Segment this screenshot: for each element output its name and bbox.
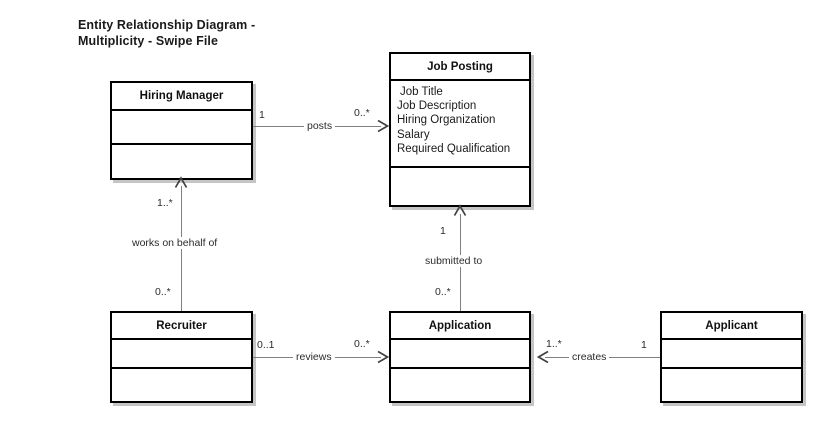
entity-applicant-title: Applicant	[662, 313, 801, 340]
entity-recruiter-title: Recruiter	[112, 313, 251, 340]
entity-job-posting-operations	[391, 168, 529, 205]
relationship-label-posts: posts	[304, 120, 336, 132]
entity-hiring-manager-attributes	[112, 111, 251, 145]
arrowhead-creates-icon	[536, 350, 550, 364]
multiplicity-creates-target: 1..*	[546, 338, 562, 350]
entity-application-attributes	[391, 340, 529, 369]
relationship-label-works-on-behalf-of: works on behalf of	[129, 237, 221, 249]
entity-applicant-operations	[662, 369, 801, 401]
multiplicity-posts-source: 1	[259, 109, 265, 121]
entity-hiring-manager-title: Hiring Manager	[112, 83, 251, 111]
entity-applicant-attributes	[662, 340, 801, 369]
multiplicity-reviews-target: 0..*	[354, 338, 370, 350]
entity-job-posting-title: Job Posting	[391, 54, 529, 81]
entity-applicant[interactable]: Applicant	[660, 311, 803, 403]
multiplicity-submitted-to-target: 1	[440, 225, 446, 237]
entity-job-posting[interactable]: Job Posting Job Title Job Description Hi…	[389, 52, 531, 207]
arrowhead-works-on-behalf-of-icon	[174, 176, 188, 190]
multiplicity-works-on-behalf-of-target: 1..*	[157, 197, 173, 209]
multiplicity-posts-target: 0..*	[354, 107, 370, 119]
entity-hiring-manager[interactable]: Hiring Manager	[110, 81, 253, 180]
attribute-row: Salary	[397, 128, 430, 141]
multiplicity-submitted-to-source: 0..*	[435, 286, 451, 298]
entity-recruiter[interactable]: Recruiter	[110, 311, 253, 403]
entity-job-posting-attributes: Job Title Job Description Hiring Organiz…	[391, 81, 529, 168]
attribute-row: Job Description	[397, 100, 477, 113]
relationship-label-reviews: reviews	[293, 351, 335, 363]
entity-application-title: Application	[391, 313, 529, 340]
entity-application[interactable]: Application	[389, 311, 531, 403]
attribute-row: Required Qualification	[397, 142, 511, 155]
arrowhead-submitted-to-icon	[453, 204, 467, 218]
attribute-row: Job Title	[400, 86, 443, 98]
arrowhead-posts-icon	[376, 119, 390, 133]
multiplicity-works-on-behalf-of-source: 0..*	[155, 286, 171, 298]
entity-recruiter-attributes	[112, 340, 251, 369]
entity-application-operations	[391, 369, 529, 401]
entity-recruiter-operations	[112, 369, 251, 401]
diagram-title: Entity Relationship Diagram - Multiplici…	[78, 18, 256, 48]
attribute-row: Hiring Organization	[397, 114, 496, 127]
multiplicity-reviews-source: 0..1	[257, 339, 275, 351]
entity-hiring-manager-operations	[112, 145, 251, 178]
multiplicity-creates-source: 1	[641, 339, 647, 351]
relationship-label-submitted-to: submitted to	[422, 255, 486, 267]
relationship-label-creates: creates	[569, 351, 610, 363]
arrowhead-reviews-icon	[376, 350, 390, 364]
